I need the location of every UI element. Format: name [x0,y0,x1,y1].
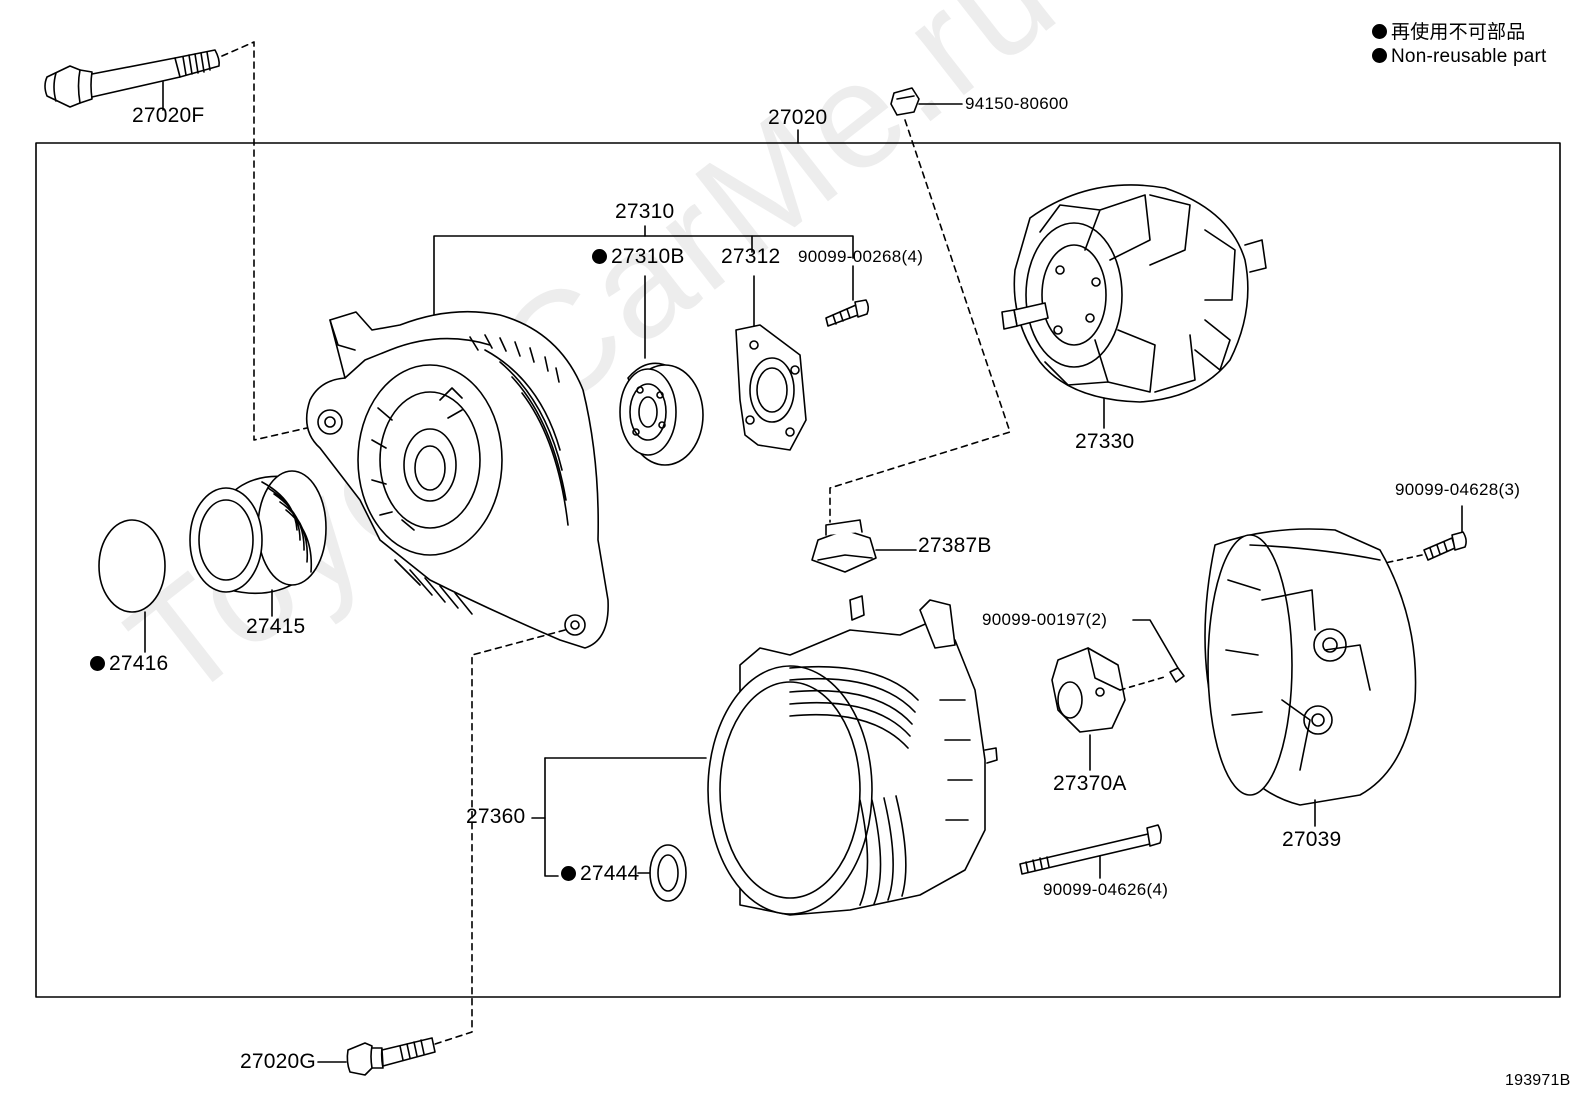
drive-end-frame-27310 [305,310,609,649]
label-27020g[interactable]: 27020G [240,1050,316,1073]
screw-90099-00268 [825,299,870,327]
label-27415[interactable]: 27415 [246,615,306,638]
label-27310[interactable]: 27310 [615,200,675,223]
rotor-27330 [1001,184,1267,403]
label-27330[interactable]: 27330 [1075,430,1135,453]
legend-en: Non-reusable part [1372,46,1546,68]
non-reusable-dot-icon [90,656,105,671]
bolt-27020g [346,1037,436,1076]
screw-90099-04628 [1423,531,1467,561]
non-reusable-dot-icon [592,249,607,264]
label-90099-00197[interactable]: 90099-00197(2) [982,610,1108,629]
legend-jp-text: 再使用不可部品 [1391,22,1526,43]
label-27387b[interactable]: 27387B [918,534,992,557]
cap-27416 [98,519,166,613]
pulley-27415 [189,470,327,595]
ring-27444 [649,844,687,902]
non-reusable-dot-icon [561,866,576,881]
rear-cover-27039 [1204,528,1417,806]
bearing-27310b [619,362,704,466]
retainer-plate-27312 [735,324,807,451]
label-27416[interactable]: 27416 [90,652,168,676]
label-90099-04626[interactable]: 90099-04626(4) [1043,880,1169,899]
label-27370a[interactable]: 27370A [1053,772,1127,795]
label-90099-04628[interactable]: 90099-04628(3) [1395,480,1521,499]
label-27444-text: 27444 [580,862,640,885]
label-27312[interactable]: 27312 [721,245,781,268]
label-27039[interactable]: 27039 [1282,828,1342,851]
label-27020[interactable]: 27020 [768,106,828,129]
label-94150-80600[interactable]: 94150-80600 [965,94,1069,113]
label-27310b-text: 27310B [611,245,685,268]
bolt-27020f [44,49,220,108]
label-27310b[interactable]: 27310B [592,245,685,269]
legend-en-text: Non-reusable part [1391,46,1547,67]
nut-94150 [890,87,920,116]
label-90099-00268[interactable]: 90099-00268(4) [798,247,924,266]
label-27444[interactable]: 27444 [561,862,639,886]
insulator-27387b [811,519,877,573]
legend-jp: 再使用不可部品 [1372,22,1525,44]
diagram-id: 193971B [1505,1072,1571,1089]
label-27416-text: 27416 [109,652,169,675]
screw-90099-00197 [1169,667,1185,683]
non-reusable-dot-icon [1372,48,1387,63]
stator-27360 [707,595,998,916]
label-27020f[interactable]: 27020F [132,104,205,127]
label-27360[interactable]: 27360 [466,805,526,828]
regulator-27370a [1051,647,1126,733]
non-reusable-dot-icon [1372,24,1387,39]
bolt-90099-04626 [1019,824,1162,875]
